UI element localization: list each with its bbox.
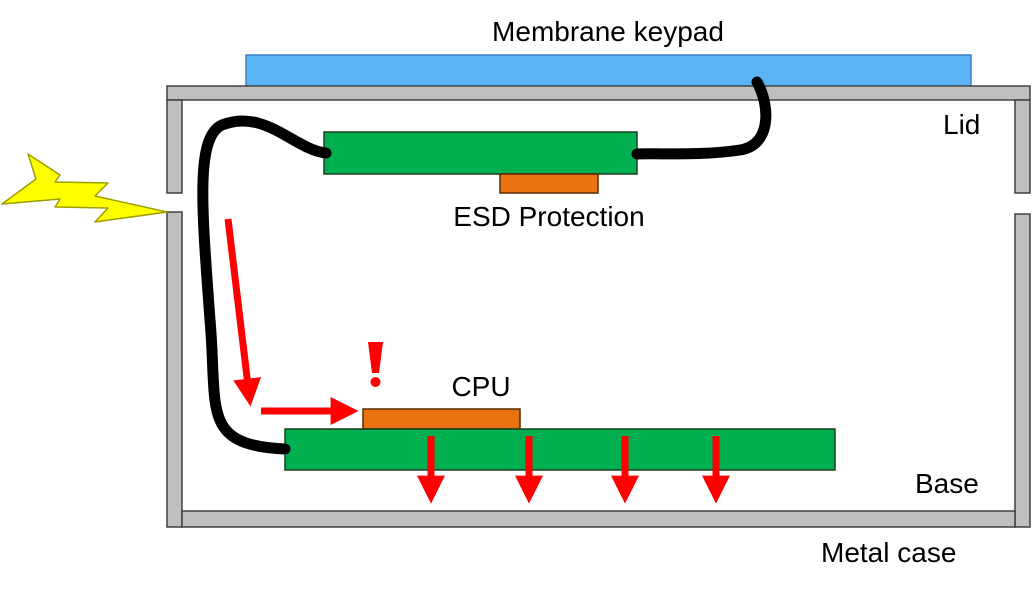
case-lid-right-wall (1014, 99, 1031, 194)
keypad-cable (631, 76, 772, 160)
lid-label: Lid (943, 109, 980, 140)
cpu-chip (362, 408, 521, 430)
discharge-arrow-down (224, 218, 262, 407)
esd-protection-label: ESD Protection (453, 201, 644, 232)
exclamation-icon (368, 342, 383, 373)
lightning-bolt-icon (1, 153, 168, 223)
metal-case-label: Metal case (821, 537, 956, 568)
exclamation-dot (370, 377, 381, 387)
esd-protection-chip (499, 173, 599, 194)
lid-pcb (323, 131, 638, 175)
membrane-keypad (245, 54, 972, 88)
case-base-bottom (181, 510, 1016, 528)
base-pcb (284, 428, 836, 471)
case-lid-top (166, 85, 1031, 101)
case-lid-left-wall (166, 99, 183, 194)
case-base-left-wall (166, 211, 183, 528)
case-base-right-wall (1014, 213, 1031, 528)
membrane-keypad-label: Membrane keypad (492, 16, 724, 47)
lid-to-base-cable (197, 115, 332, 455)
cpu-label: CPU (451, 371, 510, 402)
base-label: Base (915, 468, 979, 499)
